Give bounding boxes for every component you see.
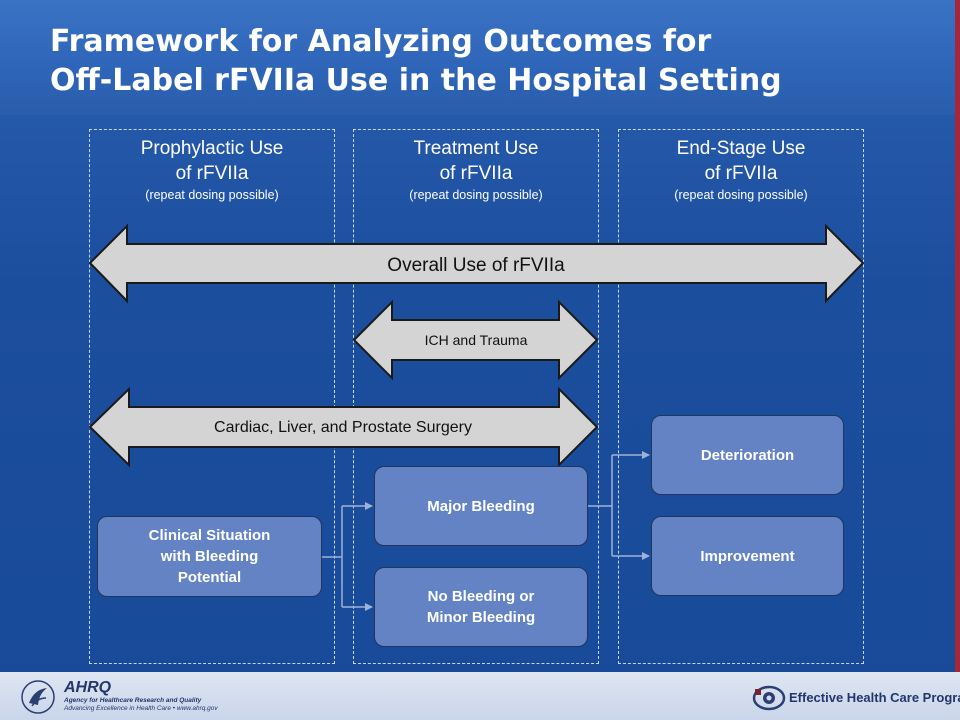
bleeding-connector	[588, 451, 650, 560]
deterioration-label: Deterioration	[700, 446, 795, 464]
column-header-prophylactic: Prophylactic Use of rFVIIa (repeat dosin…	[89, 136, 335, 204]
slide-title: Framework for Analyzing Outcomes for Off…	[50, 22, 930, 100]
effective-health-care-icon	[752, 685, 786, 711]
column-header-line2: of rFVIIa	[704, 163, 778, 184]
footer-bar	[0, 672, 960, 720]
minor-bleeding-line-2: Minor Bleeding	[426, 609, 536, 626]
clinical-line-2: with Bleeding	[160, 548, 259, 565]
ahrq-tagline-1: Agency for Healthcare Research and Quali…	[64, 697, 202, 704]
column-header-line2: of rFVIIa	[175, 163, 249, 184]
surgery-label: Cardiac, Liver, and Prostate Surgery	[214, 419, 472, 436]
column-prophylactic	[89, 129, 335, 664]
hhs-eagle-icon	[21, 680, 55, 714]
column-end-stage	[618, 129, 864, 664]
clinical-connector	[322, 502, 373, 611]
column-header-treatment: Treatment Use of rFVIIa (repeat dosing p…	[353, 136, 599, 204]
ahrq-tagline-2: Advancing Excellence in Health Care • ww…	[64, 705, 218, 712]
effective-health-care-logo-text: Effective Health Care Program	[789, 690, 960, 705]
title-line-1: Framework for Analyzing Outcomes for	[50, 24, 712, 59]
major-bleeding-box: Major Bleeding	[374, 466, 588, 546]
improvement-label: Improvement	[700, 547, 795, 565]
improvement-box: Improvement	[651, 516, 844, 596]
title-banner	[0, 0, 960, 115]
column-header-line1: Treatment Use	[413, 138, 539, 159]
column-header-end-stage: End-Stage Use of rFVIIa (repeat dosing p…	[618, 136, 864, 204]
overall-use-arrow	[88, 223, 865, 304]
column-header-line2: of rFVIIa	[439, 163, 513, 184]
ich-trauma-label: ICH and Trauma	[425, 332, 528, 348]
ich-trauma-arrow	[352, 299, 599, 381]
minor-bleeding-line-1: No Bleeding or	[427, 588, 535, 605]
column-header-line1: End-Stage Use	[676, 138, 806, 159]
accent-edge	[955, 0, 960, 720]
minor-bleeding-box: No Bleeding or Minor Bleeding	[374, 567, 588, 647]
surgery-arrow	[88, 386, 599, 468]
clinical-line-1: Clinical Situation	[148, 527, 271, 544]
column-header-note: (repeat dosing possible)	[409, 188, 543, 202]
major-bleeding-label: Major Bleeding	[427, 497, 535, 515]
column-treatment	[353, 129, 599, 664]
column-header-note: (repeat dosing possible)	[674, 188, 808, 202]
clinical-line-3: Potential	[177, 569, 242, 586]
column-header-note: (repeat dosing possible)	[145, 188, 279, 202]
column-header-line1: Prophylactic Use	[140, 138, 284, 159]
ahrq-logo: AHRQ	[64, 679, 112, 696]
overall-use-label: Overall Use of rFVIIa	[387, 255, 565, 276]
title-line-2: Off-Label rFVIIa Use in the Hospital Set…	[50, 63, 782, 98]
clinical-situation-box: Clinical Situation with Bleeding Potenti…	[97, 516, 322, 597]
deterioration-box: Deterioration	[651, 415, 844, 495]
